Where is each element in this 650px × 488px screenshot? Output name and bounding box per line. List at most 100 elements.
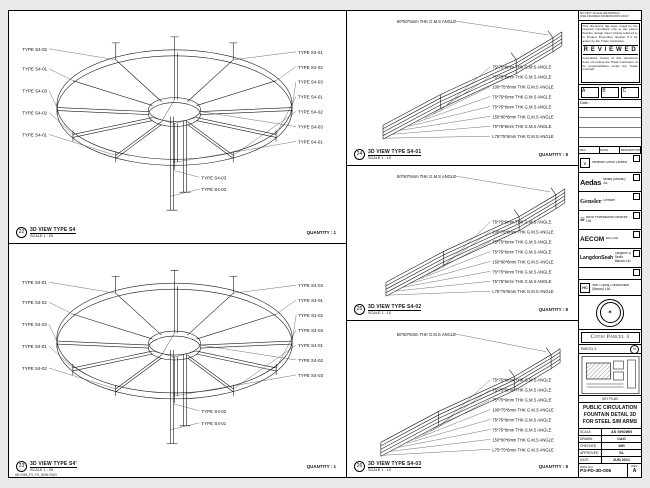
checkbox bbox=[633, 231, 640, 238]
view-label: 24 3D VIEW TYPE S4-01 SCALE 1 : 10 bbox=[354, 148, 422, 160]
consultant-name: Aedas (Macau) Ltd. bbox=[602, 178, 626, 185]
callout-label: TYPE S4-02 bbox=[298, 65, 323, 70]
panel-3d-view-s4: TYPE S4-01 TYPE S4-02 TYPE S4-03 TYPE S4… bbox=[9, 11, 347, 244]
desc-col: DESCRIPTION bbox=[620, 147, 642, 153]
consultant-aedas: Aedas Aedas (Macau) Ltd. bbox=[579, 173, 641, 192]
panel-detail-s4-01: 50*50*5mm THK G.M.S ANGLE 75*75*6mm THK … bbox=[347, 11, 579, 166]
consultant-name: Venetian Orient Limited bbox=[591, 161, 627, 165]
north-arrow-icon: N bbox=[630, 344, 639, 354]
callout-label: TYPE S4-01 bbox=[298, 95, 323, 100]
project-name: Cotai Parcel 3 bbox=[580, 331, 640, 343]
view-label: 23 3D VIEW TYPE S4' SCALE 1 : 25 bbox=[16, 460, 77, 472]
annotation-label: 75*75*6mm THK G.M.S ANGLE bbox=[492, 279, 551, 284]
annotation-label: 75*75*6mm THK G.M.S ANGLE bbox=[492, 378, 551, 383]
stamp-box-b: B bbox=[600, 86, 620, 98]
callout-label: TYPE S4-03 bbox=[298, 373, 323, 378]
aedas-logo: Aedas bbox=[580, 177, 602, 187]
annotation-labels: 50*50*5mm THK G.M.S ANGLE 75*75*6mm THK … bbox=[397, 19, 554, 139]
callout-label: TYPE S4-03 bbox=[22, 322, 47, 327]
reviewed-word: R E V I E W E D bbox=[582, 45, 638, 56]
annotation-label: 75*75*6mm THK G.M.S ANGLE bbox=[492, 239, 551, 244]
revision-space bbox=[579, 108, 641, 147]
leader-lines bbox=[386, 175, 550, 296]
quantity-label: QUANTITY : 1 bbox=[306, 464, 336, 469]
quantity-label: QUANTITY : 8 bbox=[538, 464, 568, 469]
callout-label: TYPE S4-01 bbox=[298, 50, 323, 55]
callout-label: TYPE S4-02 bbox=[298, 110, 323, 115]
leader-lines bbox=[48, 48, 297, 197]
rev-col: REV bbox=[579, 147, 600, 153]
callout-label: TYPE S4-02 bbox=[298, 313, 323, 318]
stamp-date-label: Date : bbox=[579, 100, 641, 108]
beam-detail-drawing: 50*50*5mm THK G.M.S ANGLE 75*75*6mm THK … bbox=[385, 174, 566, 297]
stamp-box-a: A bbox=[580, 86, 599, 98]
beca-logo: ≡ bbox=[580, 214, 585, 224]
callout-label: TYPE S4-01 bbox=[298, 343, 323, 348]
consultant-beca: ≡ Beca Professional Services Ltd. bbox=[579, 211, 641, 230]
callout-label: TYPE S4-03 bbox=[298, 124, 323, 129]
reviewed-stamp: This document has been noted by the rele… bbox=[579, 21, 641, 85]
consultant-name: Beca Professional Services Ltd. bbox=[586, 216, 628, 223]
annotation-label: 75*75*6mm THK G.M.S ANGLE bbox=[492, 269, 551, 274]
beam-detail-drawing: 50*50*5mm THK G.M.S ANGLE 75*75*6mm THK … bbox=[382, 19, 563, 140]
annotation-label: 75*75*6mm THK G.M.S ANGLE bbox=[492, 220, 551, 225]
view-title: 3D VIEW TYPE S4 bbox=[30, 226, 76, 234]
view-title: 3D VIEW TYPE S4-01 bbox=[368, 148, 422, 156]
callout-label: TYPE S4-03 bbox=[22, 89, 47, 94]
leader-lines bbox=[382, 333, 547, 456]
detail-bubble-number: 23 bbox=[16, 460, 27, 472]
langdonseah-logo: LangdonSeah bbox=[580, 255, 614, 261]
parcel-row: PARCEL 3 N bbox=[579, 344, 641, 354]
drawing-sheet: TYPE S4-01 TYPE S4-02 TYPE S4-03 TYPE S4… bbox=[8, 10, 642, 478]
rev-value: A bbox=[632, 468, 637, 474]
detail-bubble-number: 25 bbox=[354, 303, 365, 315]
annotation-label: 150*90*8mm THK G.M.S ANGLE bbox=[492, 259, 554, 264]
consultant-gensler: Gensler Gensler bbox=[579, 192, 641, 211]
quantity-label: QUANTITY : 1 bbox=[306, 230, 336, 235]
annotation-label: 50*50*5mm THK G.M.S ANGLE bbox=[397, 19, 456, 24]
view-title: 3D VIEW TYPE S4-02 bbox=[368, 303, 422, 311]
detail-bubble-number: 24 bbox=[354, 148, 365, 160]
drawing-title: PUBLIC CIRCULATION FOUNTAIN DETAIL 3D FO… bbox=[579, 403, 641, 429]
callout-label: TYPE S4-02 bbox=[22, 47, 47, 52]
key-plan bbox=[579, 354, 641, 396]
view-label: 22 3D VIEW TYPE S4 SCALE 1 : 25 bbox=[16, 226, 76, 238]
annotation-label: 50*50*5mm THK G.M.S ANGLE bbox=[397, 332, 456, 337]
consultant-client: V Venetian Orient Limited bbox=[579, 154, 641, 173]
stamp-paragraph: Consultant review of this document does … bbox=[582, 55, 638, 72]
callout-label: TYPE S4-01 bbox=[22, 67, 47, 72]
parcel-note: PARCEL 3 bbox=[581, 347, 597, 351]
checkbox bbox=[633, 193, 640, 200]
callout-label: TYPE S4-01 bbox=[22, 132, 47, 137]
drawing-number-row: DWG NO. P3-FD-3D-006 REV A bbox=[579, 464, 641, 477]
beam-detail-drawing: 50*50*5mm THK G.M.S ANGLE 75*75*6mm THK … bbox=[380, 332, 561, 457]
annotation-label: 75*75*6mm THK G.M.S ANGLE bbox=[492, 397, 551, 402]
annotation-label: 50*50*5mm THK G.M.S ANGLE bbox=[397, 174, 456, 179]
annotation-label: 100*75*8mm THK G.M.S ANGLE bbox=[492, 84, 554, 89]
client-logo: V bbox=[580, 158, 590, 168]
checkbox bbox=[633, 212, 640, 219]
stamp-box-c: C bbox=[621, 86, 640, 98]
detail-bubble-number: 26 bbox=[354, 460, 365, 472]
view-title: 3D VIEW TYPE S4' bbox=[30, 460, 77, 468]
project-name-box: Cotai Parcel 3 bbox=[579, 330, 641, 345]
callout-label: TYPE S4-02 bbox=[22, 300, 47, 305]
view-label: 26 3D VIEW TYPE S4-03 SCALE 1 : 10 bbox=[354, 460, 422, 472]
callout-label: TYPE S4-03 bbox=[298, 80, 323, 85]
callout-label: TYPE S4-01 bbox=[298, 139, 323, 144]
consultant-aecom: AECOM AECOM bbox=[579, 230, 641, 249]
contractor-logo: HC bbox=[580, 282, 590, 293]
quantity-label: QUANTITY : 8 bbox=[538, 152, 568, 157]
view-label: 25 3D VIEW TYPE S4-02 SCALE 1 : 10 bbox=[354, 303, 422, 315]
view-title: 3D VIEW TYPE S4-03 bbox=[368, 460, 422, 468]
sheet-footer-text: AB 0358_P3_FD_3D06.DWG bbox=[15, 472, 57, 477]
annotation-label: 100*75*8mm THK G.M.S ANGLE bbox=[492, 230, 554, 235]
annotation-label: L75*75*6mm THK G.M.S ANGLE bbox=[492, 447, 554, 452]
key-plan-label: KEY PLAN bbox=[579, 396, 641, 403]
seal-emblem: ✶ bbox=[599, 302, 621, 323]
